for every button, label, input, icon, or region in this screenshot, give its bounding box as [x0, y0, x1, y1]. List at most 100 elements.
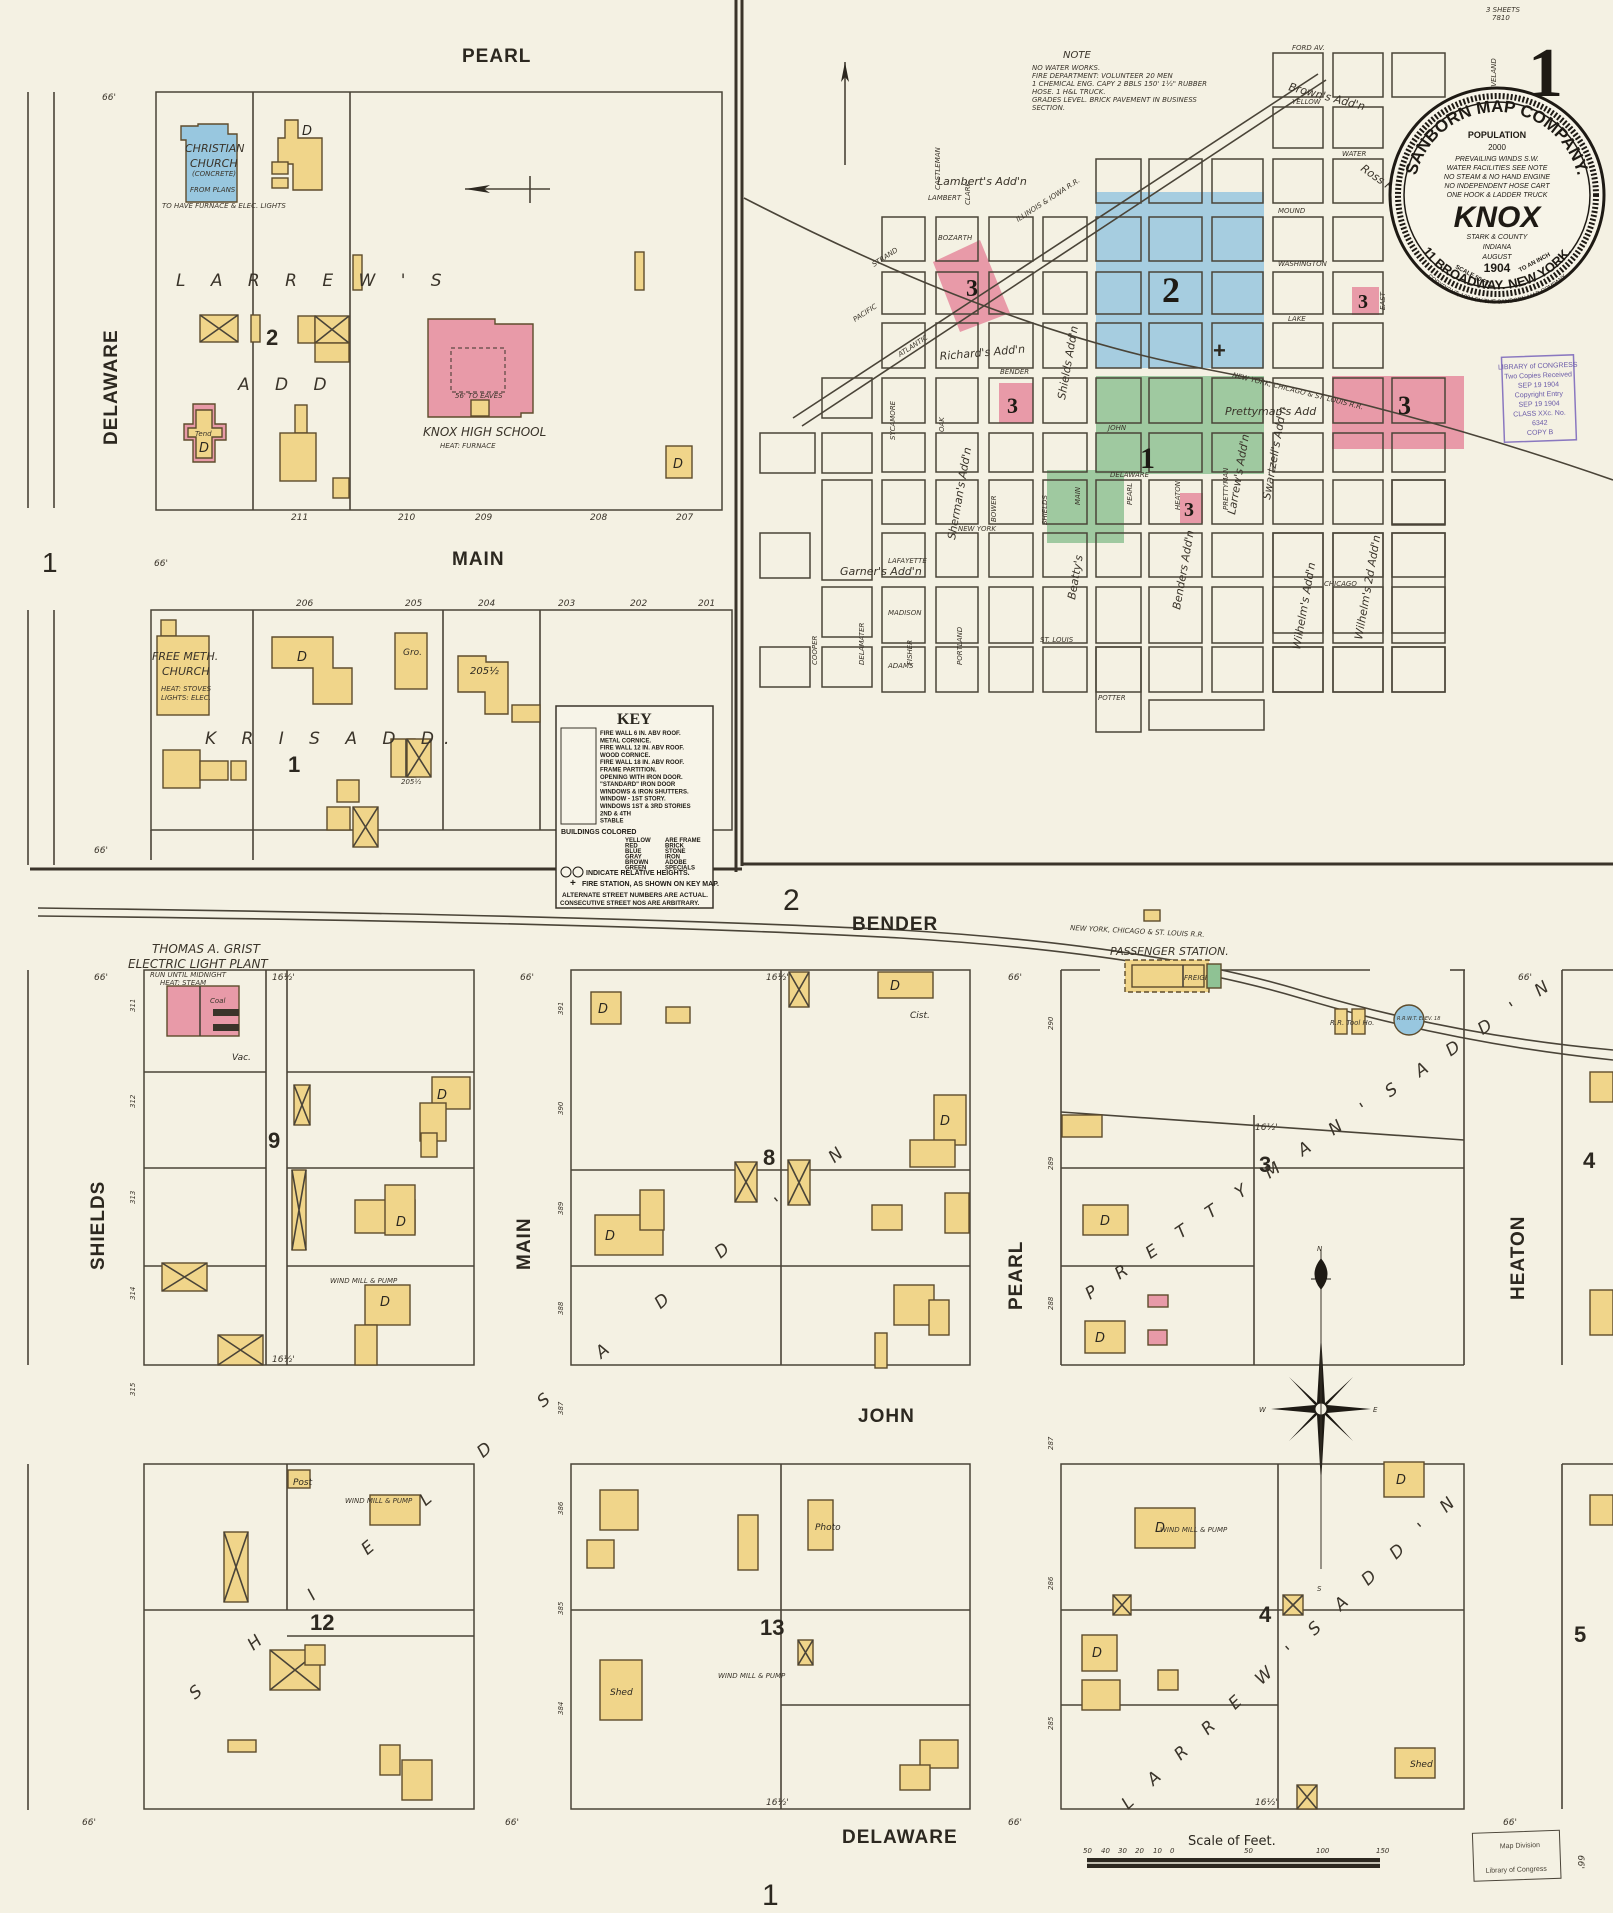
street-number: 389 — [557, 1201, 565, 1215]
keymap-street-label: LAKE — [1288, 315, 1306, 323]
stable-cross — [788, 971, 810, 1008]
svg-text:16½': 16½' — [272, 1355, 295, 1365]
keymap-street-label: ST. LOUIS — [1040, 636, 1074, 644]
key-color-name: YELLOW — [625, 838, 651, 844]
scale-tick-label: 30 — [1118, 1847, 1127, 1855]
sheets-note: 3 SHEETS — [1486, 6, 1521, 14]
building-label: D — [1396, 1473, 1406, 1488]
stone-district — [1096, 192, 1264, 368]
passenger-station: PASSENGER STATION. FREIGHT — [1110, 909, 1229, 993]
keymap-addition-label: Richard's Add'n — [939, 343, 1026, 363]
building — [1147, 1294, 1169, 1308]
city-block — [1148, 432, 1203, 473]
svg-text:206: 206 — [296, 599, 313, 609]
stamp-line: LIBRARY of CONGRESS — [1498, 362, 1578, 372]
svg-text:W: W — [1259, 1406, 1267, 1414]
street-number: 288 — [1047, 1296, 1055, 1310]
building — [877, 971, 934, 999]
city-block — [821, 479, 873, 581]
building — [590, 991, 622, 1025]
city-block — [1095, 646, 1142, 693]
building-label: D — [396, 1215, 406, 1230]
sheet-ref: 3 — [1398, 391, 1411, 420]
city-block — [1272, 271, 1324, 315]
addition-label: L A R R E W ' S — [176, 271, 452, 291]
svg-text:NOTE: NOTE — [1063, 50, 1091, 61]
block-number: 2 — [266, 325, 278, 350]
city-block — [1042, 377, 1088, 424]
building — [364, 1284, 411, 1326]
city-block — [1272, 377, 1324, 424]
city-block — [935, 377, 979, 424]
city-block — [1272, 646, 1324, 693]
frontage-label: 66' — [154, 559, 168, 569]
building — [871, 1204, 903, 1231]
windmill-label: WIND MILL & PUMP — [1160, 1526, 1228, 1534]
street-number: 384 — [557, 1702, 565, 1715]
sheet-ref: 2 — [1162, 270, 1180, 310]
svg-text:ALTERNATE STREET NUMBERS ARE A: ALTERNATE STREET NUMBERS ARE ACTUAL. — [562, 892, 708, 899]
city-block — [1148, 532, 1203, 578]
building-label: Post — [293, 1478, 313, 1488]
city-block — [1148, 646, 1203, 693]
buildings-upper-block: D Tend D D — [183, 119, 693, 499]
keymap-street-label: SHIELDS — [1041, 495, 1049, 525]
street-number: 312 — [129, 1094, 137, 1108]
city-block — [988, 216, 1034, 262]
city-block — [1042, 271, 1088, 315]
svg-text:66': 66' — [82, 1818, 96, 1828]
keymap-addition-label: Prettyman's Add — [1225, 405, 1317, 418]
keymap-street-label: HEATON — [1174, 480, 1182, 510]
sanborn-title-seal: SANBORN MAP COMPANY. 11 BROADWAY. NEW YO… — [1388, 86, 1606, 306]
key-item: 2ND & 4TH — [600, 811, 631, 817]
keymap-street-label: SYCAMORE — [889, 400, 897, 440]
city-block — [1211, 532, 1264, 578]
svg-text:N: N — [1317, 1245, 1323, 1253]
scale-tick-label: 50 — [1244, 1847, 1253, 1855]
city-block — [1148, 479, 1203, 525]
svg-text:9: 9 — [268, 1128, 280, 1153]
building — [1134, 1507, 1196, 1549]
svg-text:16½': 16½' — [1255, 1798, 1278, 1808]
city-block — [881, 586, 926, 644]
svg-text:3: 3 — [1259, 1152, 1271, 1177]
key-item: WINDOWS 1ST & 3RD STORIES — [600, 804, 691, 810]
svg-text:66': 66' — [1008, 1818, 1022, 1828]
key-item: FIRE WALL 6 IN. ABV ROOF. — [600, 731, 681, 737]
svg-text:4: 4 — [1583, 1148, 1596, 1173]
city-block — [821, 377, 873, 419]
keymap-addition-label: Shields Add'n — [1055, 325, 1081, 401]
note-line: GRADES LEVEL. BRICK PAVEMENT IN BUSINESS — [1032, 96, 1197, 104]
city-block — [1042, 479, 1088, 525]
svg-text:HEAT: FURNACE: HEAT: FURNACE — [440, 442, 496, 450]
city-block — [1391, 646, 1446, 693]
brick-district — [999, 383, 1033, 423]
svg-text:12: 12 — [310, 1610, 334, 1635]
key-color-name: BLUE — [625, 849, 641, 855]
keymap-street-label: FISHER — [906, 640, 914, 665]
keymap-street-label: POTTER — [1098, 694, 1126, 702]
windmill-label: WIND MILL & PUMP — [330, 1277, 398, 1285]
city-block — [1332, 479, 1384, 525]
svg-text:Map Division: Map Division — [1500, 1842, 1540, 1850]
svg-text:BUILDINGS COLORED: BUILDINGS COLORED — [561, 829, 636, 836]
city-block — [1272, 432, 1324, 473]
keymap-street-label: OAK — [938, 416, 946, 432]
keymap-street-label: BOWER — [990, 495, 998, 522]
water-tank: R.R.W.T. ELEV. 18 — [1393, 1004, 1440, 1036]
building — [665, 1006, 691, 1024]
keymap-street-label: JOHN — [1106, 424, 1127, 432]
svg-text:FIRE STATION, AS SHOWN ON KEY: FIRE STATION, AS SHOWN ON KEY MAP. — [582, 881, 719, 888]
svg-text:D: D — [302, 124, 312, 139]
svg-text:CHURCH: CHURCH — [162, 665, 210, 678]
building — [1157, 1669, 1179, 1691]
key-item: OPENING WITH IRON DOOR. — [600, 775, 683, 781]
keymap-street-label: PRETTYMAN — [1222, 467, 1230, 510]
city-block — [1272, 106, 1324, 149]
svg-text:16½': 16½' — [272, 973, 295, 983]
city-block — [1391, 479, 1446, 525]
svg-text:16½': 16½' — [766, 973, 789, 983]
city-block — [1095, 586, 1142, 644]
svg-text:+: + — [570, 878, 576, 889]
